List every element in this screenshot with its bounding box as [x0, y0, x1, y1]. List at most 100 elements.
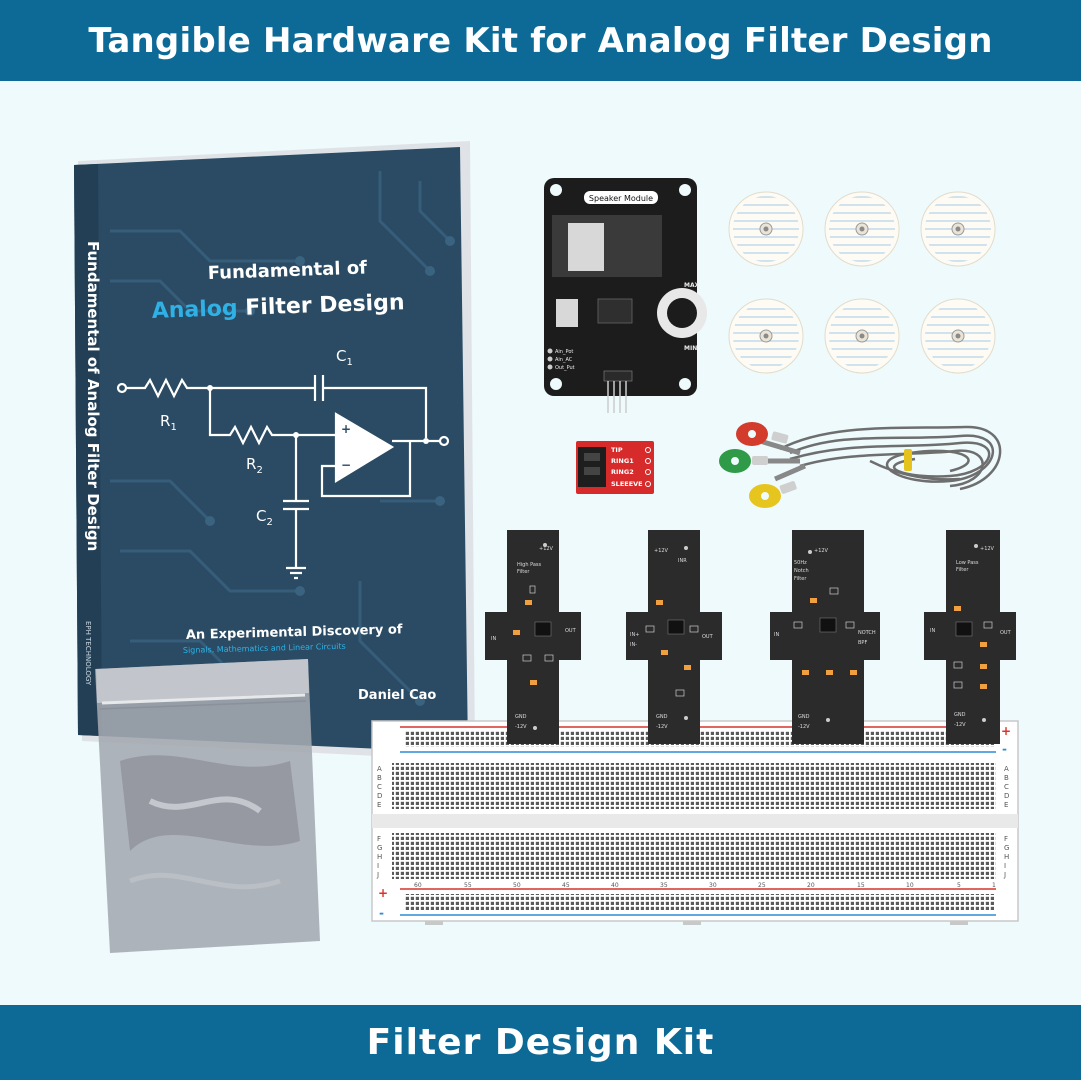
svg-text:-12V: -12V [656, 724, 668, 730]
svg-text:RING2: RING2 [611, 468, 634, 476]
svg-text:Ain_AC: Ain_AC [555, 357, 573, 363]
book-subtitle: An Experimental Discovery of [186, 622, 403, 643]
svg-text:60: 60 [414, 882, 422, 889]
rail-minus-top: - [1002, 742, 1007, 756]
svg-text:F: F [377, 835, 381, 843]
book: Fundamental of Analog Filter Design EPH … [74, 141, 475, 761]
svg-text:-12V: -12V [515, 724, 527, 730]
breadboard: + - + - A B C D E F G H I J A B C D E F … [371, 720, 1019, 925]
speaker-label: Speaker Module [589, 194, 653, 203]
svg-text:INR: INR [678, 558, 687, 564]
svg-text:SLEEEVE: SLEEEVE [611, 480, 643, 488]
svg-text:+12V: +12V [980, 546, 995, 552]
svg-text:GND: GND [954, 712, 966, 718]
svg-text:GND: GND [656, 714, 668, 720]
svg-text:IN-: IN- [630, 642, 637, 648]
svg-text:High Pass: High Pass [517, 562, 542, 568]
svg-text:D: D [377, 792, 382, 800]
book-spine-text: Fundamental of Analog Filter Design [84, 241, 102, 551]
svg-text:RING1: RING1 [611, 457, 634, 465]
svg-text:-12V: -12V [798, 724, 810, 730]
svg-text:OUT: OUT [702, 634, 714, 640]
svg-text:Filter: Filter [956, 567, 969, 573]
filter-board-low-pass: +12V Low Pass Filter IN OUT GND -12V [924, 530, 1016, 744]
svg-text:I: I [1004, 862, 1006, 870]
label-c1: C1 [336, 347, 353, 368]
svg-text:Filter: Filter [794, 576, 807, 582]
zip-bag [95, 659, 320, 953]
book-title-line2: Analog Filter Design [151, 290, 405, 324]
svg-text:10: 10 [906, 882, 914, 889]
book-author: Daniel Cao [358, 688, 436, 703]
svg-text:55: 55 [464, 882, 472, 889]
svg-text:BPF: BPF [858, 640, 867, 646]
svg-text:NOTCH: NOTCH [858, 630, 876, 636]
svg-text:IN: IN [491, 636, 496, 642]
svg-text:45: 45 [562, 882, 570, 889]
svg-text:H: H [377, 853, 382, 861]
speaker-max: MAX [684, 282, 700, 289]
svg-text:25: 25 [758, 882, 766, 889]
footer-banner: Filter Design Kit [0, 1005, 1081, 1080]
svg-text:15: 15 [857, 882, 865, 889]
svg-text:I: I [377, 862, 379, 870]
svg-text:Out_Put: Out_Put [555, 365, 575, 371]
electrode-pad [920, 298, 996, 374]
svg-text:F: F [1004, 835, 1008, 843]
svg-text:E: E [1004, 801, 1008, 809]
filter-boards: +12V High Pass Filter IN OUT GND -12V +1… [485, 530, 1016, 744]
electrode-pad [728, 298, 804, 374]
svg-text:Low Pass: Low Pass [956, 560, 979, 566]
filter-board-inverting: +12V INR IN+ IN- OUT GND -12V [626, 530, 722, 744]
electrode-pad [824, 191, 900, 267]
book-spine-publisher: EPH TECHNOLOGY [84, 621, 92, 686]
rail-plus-top: + [1001, 724, 1011, 738]
svg-text:+12V: +12V [654, 548, 669, 554]
svg-text:35: 35 [660, 882, 668, 889]
svg-text:+12V: +12V [814, 548, 829, 554]
electrode-pad [920, 191, 996, 267]
speaker-pins: Ain_Pot Ain_AC Out_Put [547, 348, 575, 371]
svg-text:A: A [377, 765, 382, 773]
speaker-min: MIN [684, 345, 697, 352]
svg-text:IN: IN [774, 632, 779, 638]
svg-text:H: H [1004, 853, 1009, 861]
svg-text:C: C [1004, 783, 1009, 791]
svg-text:D: D [1004, 792, 1009, 800]
svg-text:Notch: Notch [794, 568, 809, 574]
svg-text:C: C [377, 783, 382, 791]
svg-text:GND: GND [515, 714, 527, 720]
svg-text:40: 40 [611, 882, 619, 889]
svg-text:G: G [1004, 844, 1009, 852]
svg-text:30: 30 [709, 882, 717, 889]
svg-text:1: 1 [992, 882, 996, 889]
svg-text:50: 50 [513, 882, 521, 889]
svg-text:5: 5 [957, 882, 961, 889]
book-title-highlight: Analog [151, 296, 238, 324]
svg-text:B: B [1004, 774, 1009, 782]
svg-text:Filter: Filter [517, 569, 530, 575]
kit-svg: Fundamental of Analog Filter Design EPH … [74, 141, 1019, 953]
svg-text:J: J [376, 871, 379, 879]
svg-text:OUT: OUT [565, 628, 577, 634]
svg-text:G: G [377, 844, 382, 852]
op-amp-plus: + [341, 422, 351, 436]
svg-text:IN+: IN+ [630, 632, 639, 638]
product-illustration: Fundamental of Analog Filter Design EPH … [0, 81, 1081, 1005]
label-r2: R2 [246, 455, 263, 476]
footer-title: Filter Design Kit [366, 1022, 715, 1063]
header-title: Tangible Hardware Kit for Analog Filter … [88, 20, 993, 61]
breadboard-row-letters: A B C D E F G H I J A B C D E F G H I J [376, 765, 1009, 879]
svg-text:J: J [1003, 871, 1006, 879]
label-r1: R1 [160, 412, 177, 433]
label-c2: C2 [256, 507, 273, 528]
svg-text:GND: GND [798, 714, 810, 720]
svg-text:20: 20 [807, 882, 815, 889]
svg-text:Ain_Pot: Ain_Pot [555, 349, 573, 355]
speaker-module: Speaker Module MAX MIN Ain_Pot Ain_AC Ou… [544, 178, 707, 413]
svg-text:TIP: TIP [611, 446, 623, 454]
svg-text:OUT: OUT [1000, 630, 1012, 636]
book-title-rest: Filter Design [237, 290, 405, 321]
op-amp-minus: − [341, 458, 351, 472]
audio-jack-board: TIP RING1 RING2 SLEEEVE [576, 441, 654, 494]
